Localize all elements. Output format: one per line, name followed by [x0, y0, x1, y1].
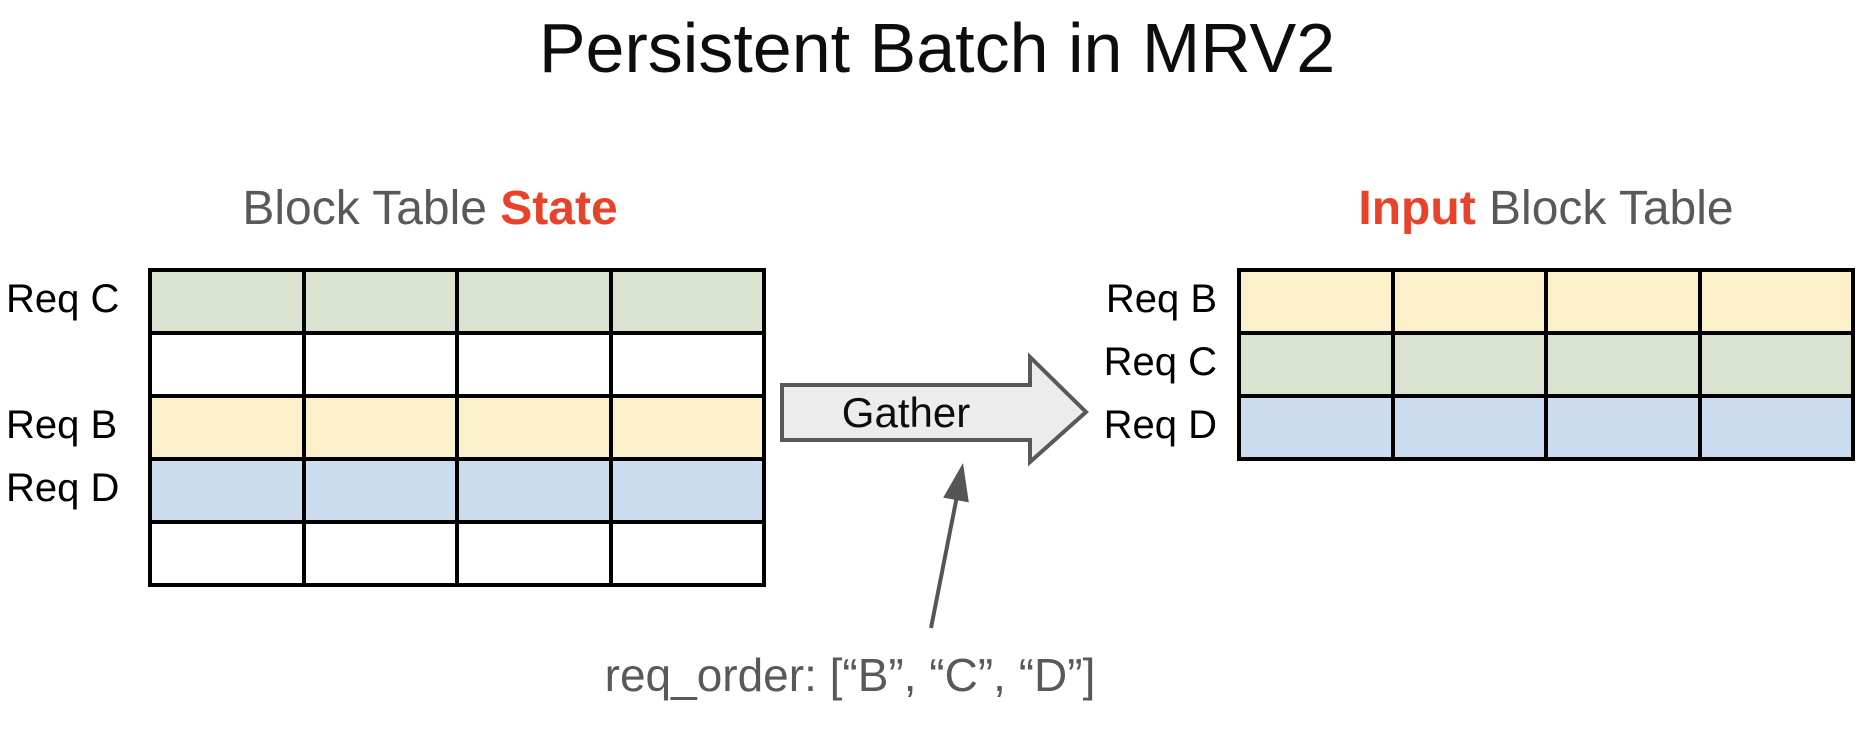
row-label: Req C [6, 277, 120, 321]
table-cell [457, 333, 611, 396]
table-cell [1392, 270, 1546, 333]
table-cell [457, 270, 611, 333]
input-block-table-section: Req B Req C Req D [1097, 268, 1855, 461]
table-cell [1546, 333, 1700, 396]
table-cell [1239, 396, 1393, 459]
pointer-arrow [929, 463, 969, 629]
table-cell [610, 522, 764, 585]
row-labels: Req C Req B Req D [0, 268, 148, 583]
right-heading-text: Block Table [1475, 182, 1734, 235]
table-cell [150, 459, 304, 522]
gather-arrow: Gather [780, 352, 1089, 467]
table-cell [1239, 333, 1393, 396]
row-label: Req C [1103, 340, 1217, 384]
row-label [0, 520, 148, 583]
left-heading-highlight: State [500, 182, 618, 235]
row-label: Req B [1105, 277, 1217, 321]
table-cell [303, 270, 457, 333]
row-label: Req D [6, 466, 120, 510]
left-table-heading: Block Table State [120, 180, 740, 238]
table-cell [1239, 270, 1393, 333]
row-label: Req D [1103, 403, 1217, 447]
table-cell [1392, 333, 1546, 396]
table-cell [1699, 333, 1853, 396]
table-cell [457, 396, 611, 459]
table-cell [303, 459, 457, 522]
table-cell [610, 396, 764, 459]
table-cell [457, 522, 611, 585]
table-cell [150, 522, 304, 585]
row-label [0, 331, 148, 394]
table-cell [1699, 270, 1853, 333]
block-table-state [148, 268, 766, 587]
table-cell [303, 396, 457, 459]
left-heading-text: Block Table [242, 182, 501, 235]
table-cell [150, 333, 304, 396]
table-cell [1392, 396, 1546, 459]
table-cell [610, 270, 764, 333]
table-cell [303, 522, 457, 585]
pointer-arrowhead [943, 463, 969, 503]
table-cell [1546, 270, 1700, 333]
table-cell [1699, 396, 1853, 459]
pointer-arrow-line [929, 495, 959, 629]
right-heading-highlight: Input [1358, 182, 1476, 235]
gather-arrow-shape [780, 352, 1089, 467]
input-block-table [1237, 268, 1855, 461]
table-cell [1546, 396, 1700, 459]
table-cell [457, 459, 611, 522]
page-title: Persistent Batch in MRV2 [538, 9, 1336, 87]
gather-arrow-label: Gather [842, 389, 970, 436]
table-cell [150, 270, 304, 333]
table-cell [610, 459, 764, 522]
row-labels: Req B Req C Req D [1097, 268, 1237, 457]
table-cell [303, 333, 457, 396]
row-label: Req B [6, 403, 118, 447]
req-order-annotation: req_order: [“B”, “C”, “D”] [604, 649, 1096, 701]
table-cell [610, 333, 764, 396]
block-table-state-section: Req C Req B Req D [0, 268, 766, 587]
table-cell [150, 396, 304, 459]
right-table-heading: Input Block Table [1237, 180, 1855, 238]
